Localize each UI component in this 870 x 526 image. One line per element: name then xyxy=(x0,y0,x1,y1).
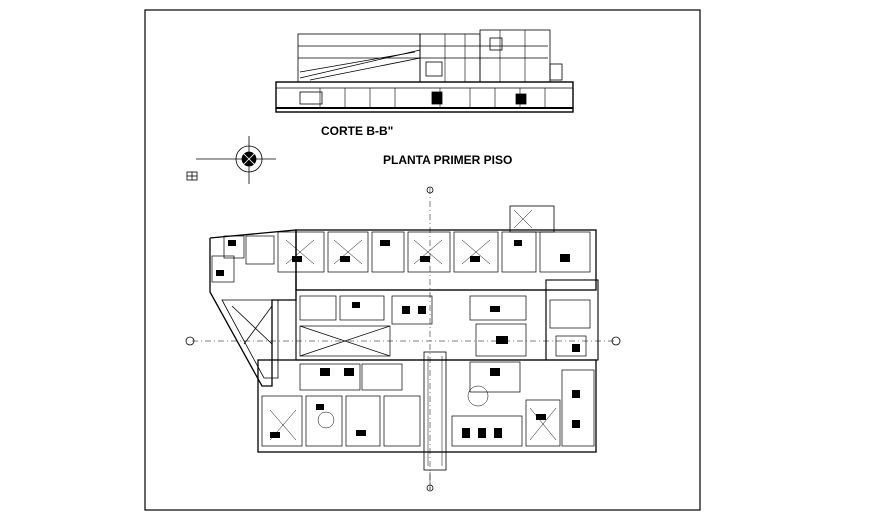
sheet-frame xyxy=(144,9,701,511)
section-title: CORTE B-B" xyxy=(321,124,393,138)
section-drawing xyxy=(275,29,574,113)
floor-plan xyxy=(185,186,621,492)
plan-title: PLANTA PRIMER PISO xyxy=(383,153,512,167)
north-arrow-icon xyxy=(186,136,276,184)
